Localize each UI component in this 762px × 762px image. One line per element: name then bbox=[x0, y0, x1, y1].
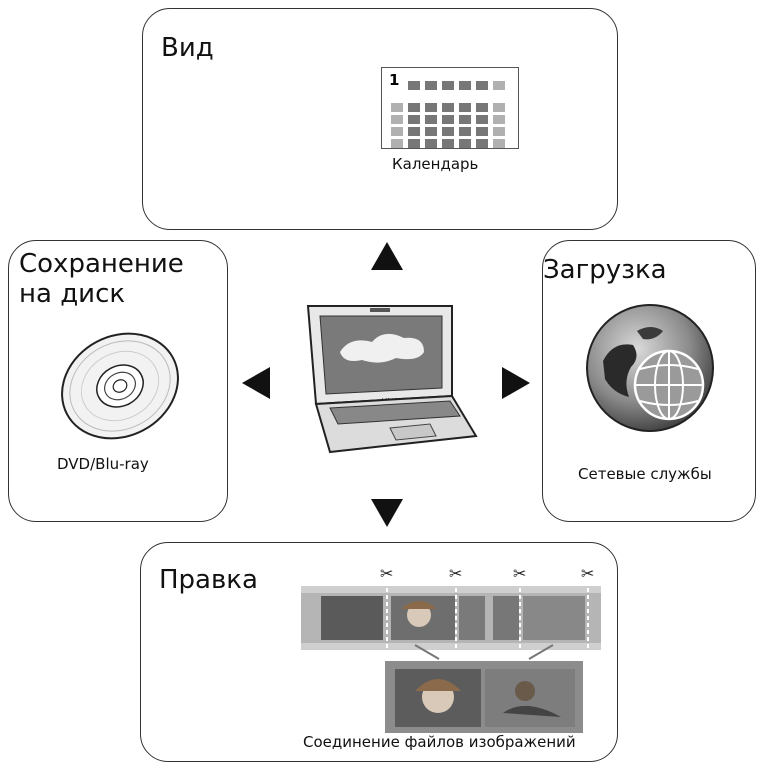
film-frame-4 bbox=[493, 596, 519, 640]
save-title-line2: на диск bbox=[19, 279, 126, 309]
upload-panel: Загрузка Сетевые службы bbox=[542, 240, 756, 522]
merged-images bbox=[385, 661, 583, 733]
calendar-cell bbox=[408, 139, 420, 148]
calendar-cell bbox=[493, 103, 505, 112]
calendar-cell bbox=[459, 81, 471, 90]
network-services-caption: Сетевые службы bbox=[578, 465, 712, 483]
calendar-cell bbox=[476, 103, 488, 112]
calendar-day-number: 1 bbox=[389, 71, 399, 89]
svg-text:✂: ✂ bbox=[513, 564, 526, 583]
save-title-line1: Сохранение bbox=[19, 249, 184, 279]
calendar-cell bbox=[493, 81, 505, 90]
calendar-cell bbox=[408, 127, 420, 136]
calendar-cell bbox=[493, 115, 505, 124]
calendar-cell bbox=[391, 139, 403, 148]
calendar-icon: 1 bbox=[381, 67, 519, 149]
disc-icon bbox=[61, 332, 179, 440]
arrow-left bbox=[242, 367, 270, 399]
save-to-disc-panel: Сохранение на диск DVD/Blu-ray bbox=[8, 240, 228, 522]
arrow-down bbox=[371, 499, 403, 527]
calendar-cell bbox=[442, 81, 454, 90]
calendar-cell bbox=[425, 139, 437, 148]
calendar-cell bbox=[442, 139, 454, 148]
arrow-right bbox=[502, 367, 530, 399]
calendar-cell bbox=[459, 127, 471, 136]
svg-text:✂: ✂ bbox=[449, 564, 462, 583]
edit-title: Правка bbox=[159, 565, 258, 595]
calendar-cell bbox=[442, 127, 454, 136]
calendar-cell bbox=[425, 115, 437, 124]
film-frame-3 bbox=[459, 596, 485, 640]
edit-panel: Правка ✂✂✂✂ Соединение файлов bbox=[140, 542, 618, 762]
scissors-icon: ✂ ✂ ✂ ✂ bbox=[380, 564, 594, 583]
disc-caption: DVD/Blu-ray bbox=[57, 455, 149, 473]
calendar-cell bbox=[459, 139, 471, 148]
film-frame-1 bbox=[321, 596, 383, 640]
calendar-cell bbox=[459, 103, 471, 112]
join-files-caption: Соединение файлов изображений bbox=[303, 733, 576, 751]
calendar-cell bbox=[459, 115, 471, 124]
calendar-cell bbox=[476, 127, 488, 136]
calendar-cell bbox=[493, 127, 505, 136]
calendar-cell bbox=[391, 115, 403, 124]
globe-icon bbox=[586, 304, 714, 432]
upload-title: Загрузка bbox=[543, 255, 667, 285]
calendar-cell bbox=[408, 115, 420, 124]
film-frame-5 bbox=[523, 596, 585, 640]
view-panel: Вид 1 Календарь bbox=[142, 8, 618, 230]
calendar-cell bbox=[391, 127, 403, 136]
calendar-cell bbox=[442, 103, 454, 112]
calendar-cell bbox=[408, 103, 420, 112]
calendar-cell bbox=[476, 139, 488, 148]
arrow-up bbox=[371, 242, 403, 270]
view-title: Вид bbox=[161, 33, 214, 63]
calendar-cell bbox=[425, 103, 437, 112]
calendar-cell bbox=[408, 81, 420, 90]
calendar-cell bbox=[476, 81, 488, 90]
calendar-cell bbox=[476, 115, 488, 124]
calendar-cell bbox=[442, 115, 454, 124]
calendar-cell bbox=[425, 81, 437, 90]
svg-text:✂: ✂ bbox=[581, 564, 594, 583]
calendar-cell bbox=[425, 127, 437, 136]
calendar-cell bbox=[391, 103, 403, 112]
calendar-caption: Календарь bbox=[392, 155, 479, 173]
calendar-cell bbox=[493, 139, 505, 148]
svg-text:✂: ✂ bbox=[380, 564, 393, 583]
laptop-icon: VAIO bbox=[306, 305, 478, 454]
film-strip: ✂ ✂ ✂ ✂ bbox=[301, 564, 601, 660]
